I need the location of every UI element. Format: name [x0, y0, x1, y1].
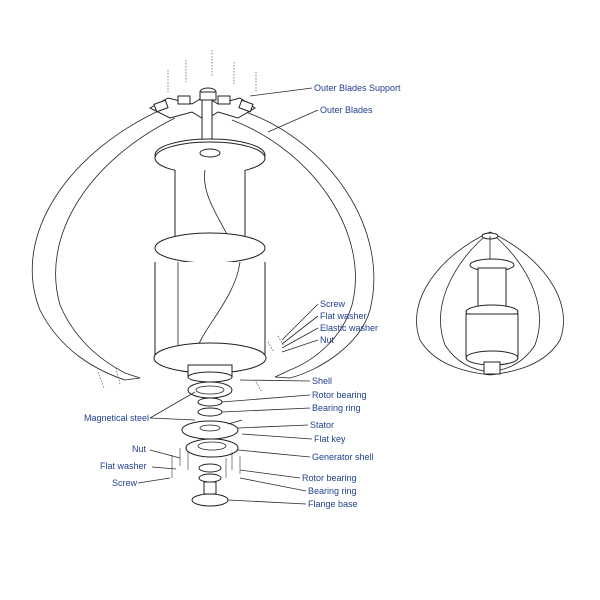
top-screws	[167, 50, 257, 92]
label-nut-top: Nut	[320, 335, 335, 345]
label-screw-top: Screw	[320, 299, 346, 309]
label-bearing-ring-top: Bearing ring	[312, 403, 361, 413]
label-flat-washer-top: Flat washer	[320, 311, 367, 321]
label-flange-base: Flange base	[308, 499, 358, 509]
label-outer-blades-support: Outer Blades Support	[314, 83, 401, 93]
label-bearing-ring-bottom: Bearing ring	[308, 486, 357, 496]
part-labels: Outer Blades Support Outer Blades Screw …	[84, 83, 401, 509]
label-nut-bottom: Nut	[132, 444, 147, 454]
label-rotor-bearing-bottom: Rotor bearing	[302, 473, 357, 483]
central-rotor	[153, 99, 267, 383]
label-screw-bottom: Screw	[112, 478, 138, 488]
leader-lines	[137, 87, 319, 505]
label-elastic-washer: Elastic washer	[320, 323, 378, 333]
label-shell: Shell	[312, 376, 332, 386]
label-outer-blades: Outer Blades	[320, 105, 373, 115]
label-magnetical-steel: Magnetical steel	[84, 413, 149, 423]
generator-parts	[171, 381, 243, 507]
label-flat-washer-bottom: Flat washer	[100, 461, 147, 471]
label-rotor-bearing-top: Rotor bearing	[312, 390, 367, 400]
outer-blades	[31, 107, 375, 381]
side-screws	[97, 335, 285, 393]
label-flat-key: Flat key	[314, 434, 346, 444]
assembled-turbine-thumbnail	[416, 231, 564, 376]
label-stator: Stator	[310, 420, 334, 430]
label-generator-shell: Generator shell	[312, 452, 374, 462]
